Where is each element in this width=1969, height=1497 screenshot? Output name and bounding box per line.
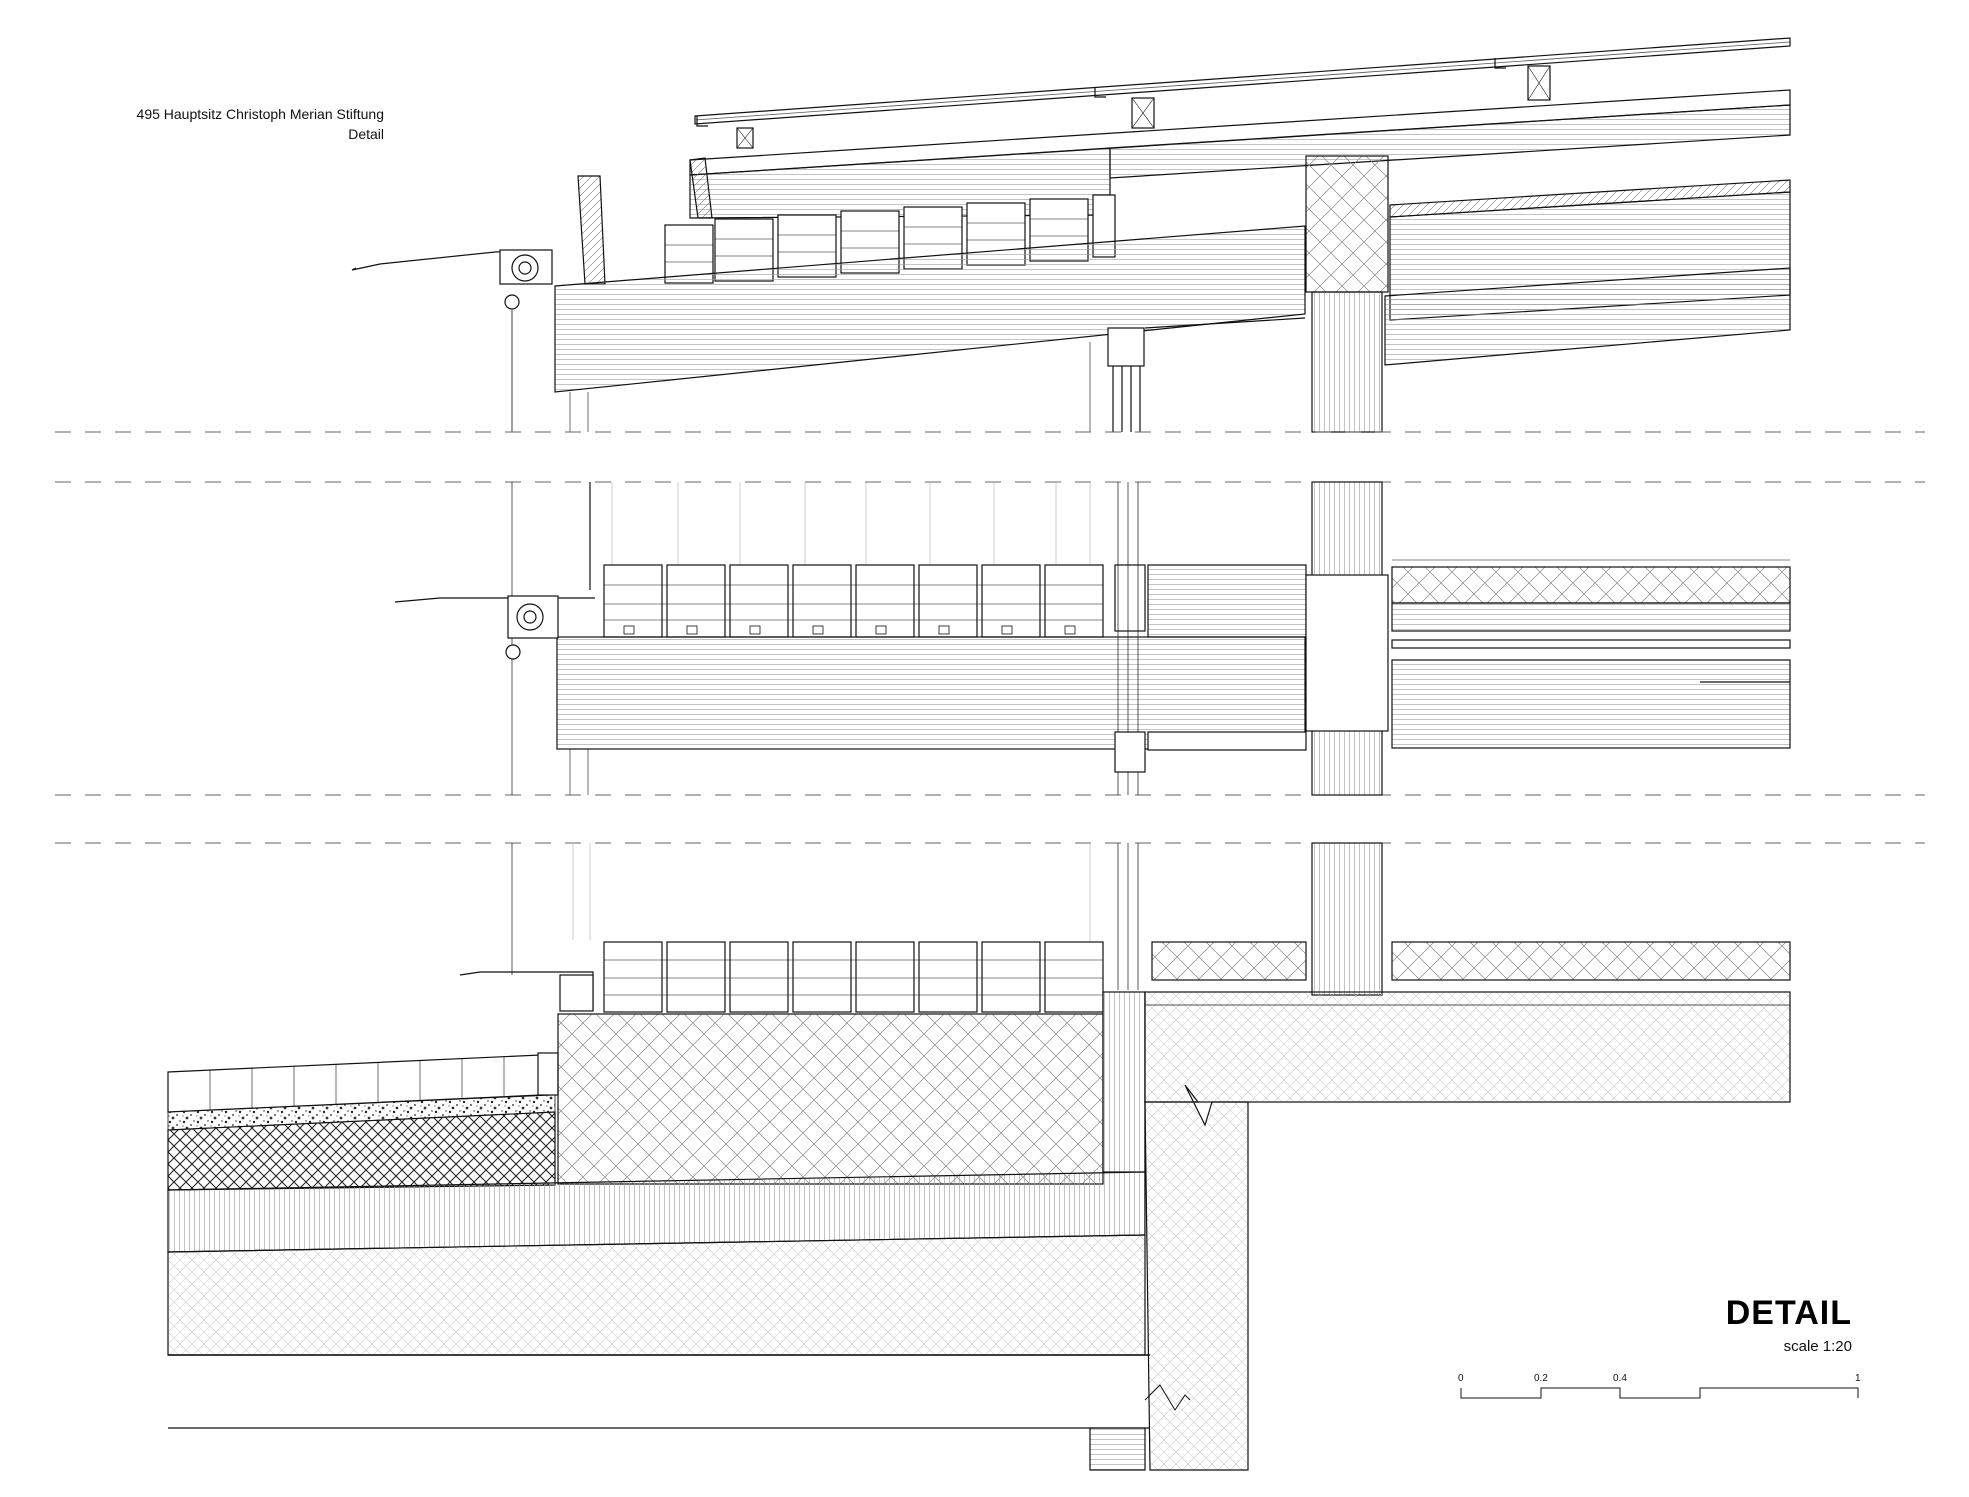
scale-tick-1: 1 <box>1855 1373 1861 1384</box>
sheet-title: Detail <box>348 126 384 142</box>
scale-bar <box>1460 1387 1859 1399</box>
break-lines <box>55 431 1925 844</box>
intermediate-floor-section <box>394 481 1791 796</box>
project-title: 495 Hauptsitz Christoph Merian Stiftung <box>136 106 384 122</box>
scale-tick-0-2: 0.2 <box>1534 1373 1548 1384</box>
drawing-header: 495 Hauptsitz Christoph Merian Stiftung … <box>60 104 384 144</box>
scale-tick-0-4: 0.4 <box>1613 1373 1627 1384</box>
detail-title: DETAIL <box>1725 1294 1852 1332</box>
scale-label: scale 1:20 <box>1783 1338 1852 1355</box>
scale-tick-0: 0 <box>1458 1373 1464 1384</box>
roof-eave-section <box>351 37 1791 433</box>
ground-floor-section <box>167 842 1791 1471</box>
